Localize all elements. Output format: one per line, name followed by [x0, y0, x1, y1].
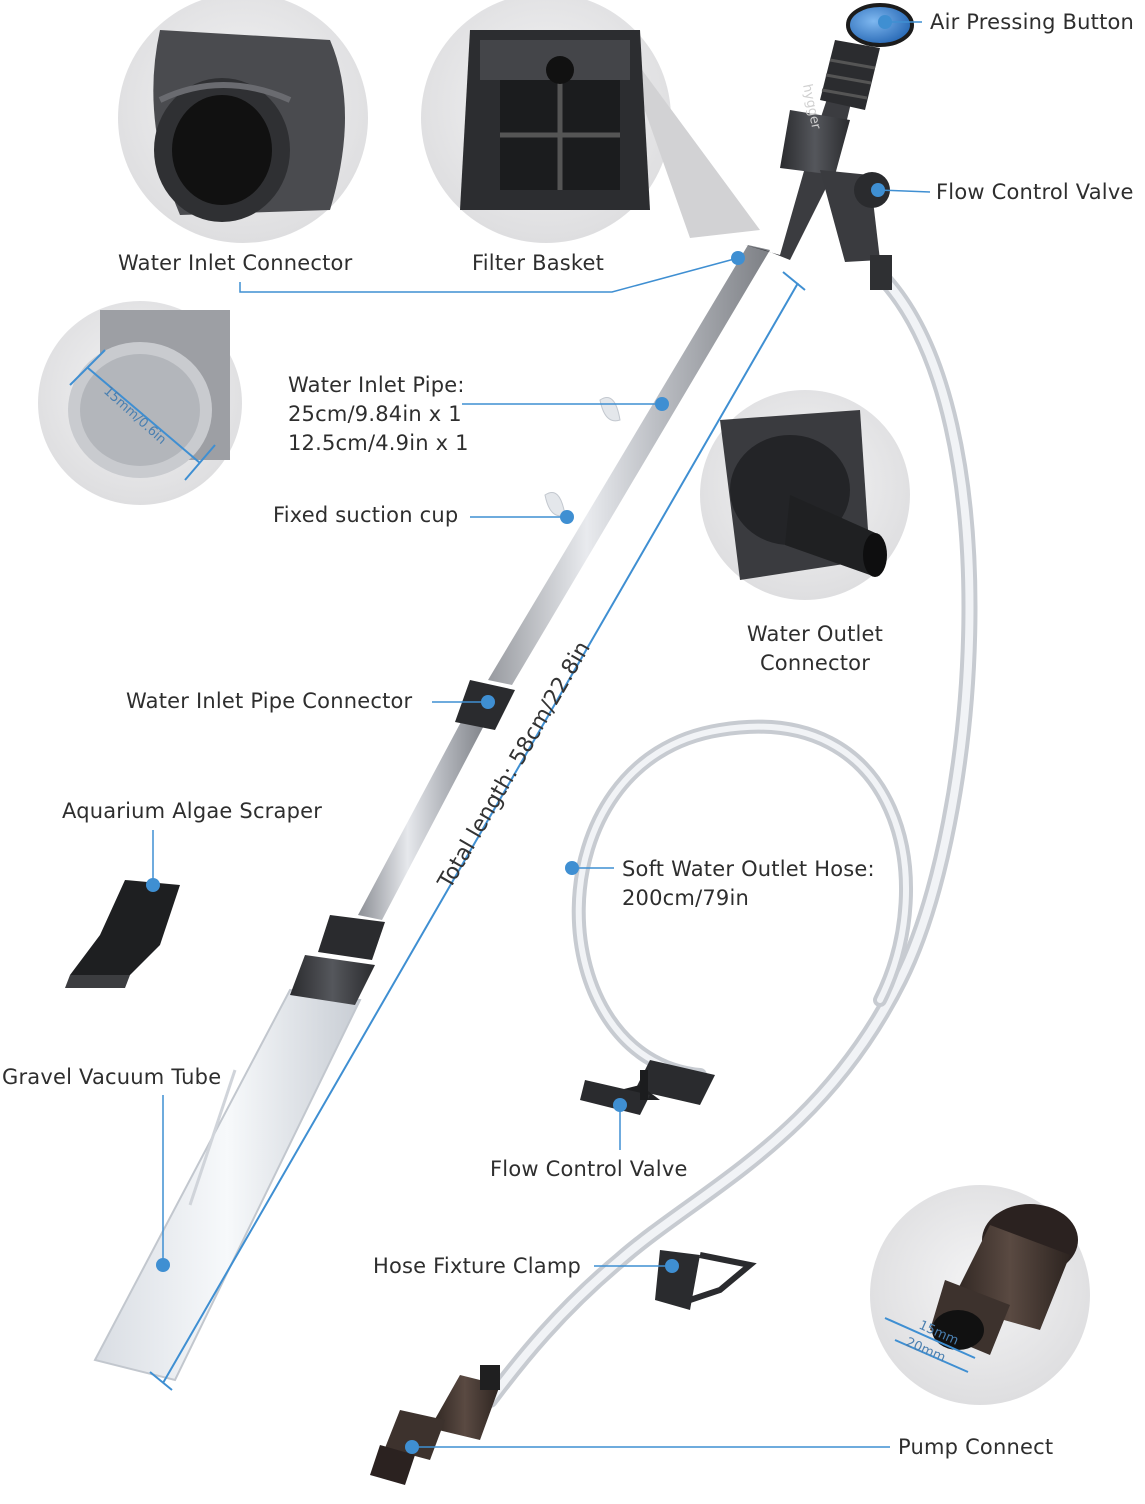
- lower-flow-control-valve: [580, 1060, 715, 1115]
- water-inlet-pipe-line2: 12.5cm/4.9in x 1: [288, 431, 469, 455]
- label-air-pressing-button: Air Pressing Button: [930, 10, 1135, 34]
- label-gravel-vacuum-tube: Gravel Vacuum Tube: [2, 1065, 222, 1089]
- label-flow-control-valve-bottom: Flow Control Valve: [490, 1157, 688, 1181]
- pipe-diameter-detail: 15mm/0.6in: [38, 301, 242, 505]
- water-outlet-connector-line2: Connector: [759, 651, 871, 675]
- label-fixed-suction-cup: Fixed suction cup: [273, 503, 459, 527]
- label-filter-basket: Filter Basket: [472, 251, 605, 275]
- label-flow-control-valve-top: Flow Control Valve: [936, 180, 1134, 204]
- label-water-outlet-connector: Water Outlet Connector: [740, 620, 890, 678]
- water-inlet-connector-detail: [118, 0, 368, 243]
- water-inlet-pipe-title: Water Inlet Pipe:: [288, 373, 465, 397]
- soft-hose-line2: 200cm/79in: [622, 886, 750, 910]
- label-pump-connect: Pump Connect: [898, 1435, 1054, 1459]
- water-inlet-pipe-line1: 25cm/9.84in x 1: [288, 402, 462, 426]
- label-soft-water-outlet-hose: Soft Water Outlet Hose: 200cm/79in: [622, 855, 875, 913]
- filter-basket-detail: [421, 0, 760, 243]
- tube-assembly: [93, 3, 914, 1382]
- label-hose-fixture-clamp: Hose Fixture Clamp: [373, 1254, 582, 1278]
- hose-fixture-clamp: [655, 1250, 757, 1310]
- algae-scraper: [65, 880, 180, 988]
- label-water-inlet-pipe: Water Inlet Pipe: 25cm/9.84in x 1 12.5cm…: [288, 371, 469, 458]
- soft-hose-line1: Soft Water Outlet Hose:: [622, 857, 875, 881]
- pump-connect-detail: 15mm 20mm: [870, 1185, 1090, 1405]
- label-aquarium-algae-scraper: Aquarium Algae Scraper: [62, 799, 323, 823]
- leader-dots: [146, 15, 892, 1454]
- label-water-inlet-pipe-connector: Water Inlet Pipe Connector: [126, 689, 413, 713]
- label-water-inlet-connector: Water Inlet Connector: [118, 251, 353, 275]
- water-outlet-connector-line1: Water Outlet: [746, 622, 884, 646]
- leader-lines: [152, 21, 931, 1448]
- water-outlet-connector-detail: [700, 390, 910, 600]
- soft-water-outlet-hose: [482, 272, 978, 1408]
- pump-connect: [370, 1365, 500, 1485]
